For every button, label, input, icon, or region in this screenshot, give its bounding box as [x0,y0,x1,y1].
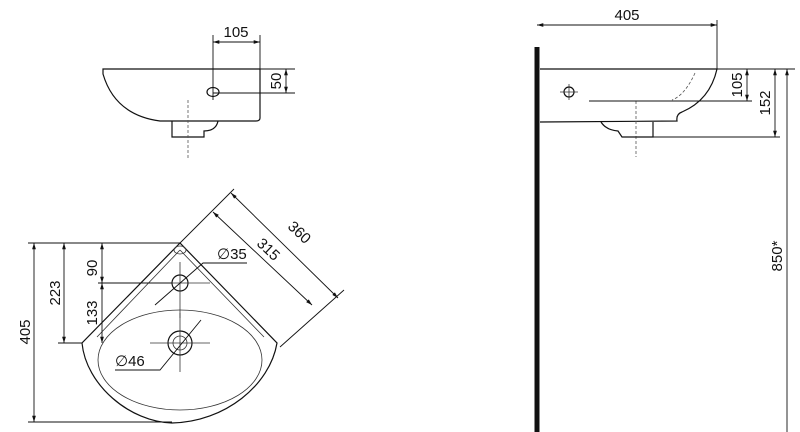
basin-plan-outline [81,242,278,424]
basin-side-outline [102,68,261,122]
dim-label-drain-diameter: ∅46 [115,353,145,370]
dim-label-projection: 405 [614,7,639,24]
basin-wall-outline [539,68,718,123]
trap-outline [600,121,654,138]
dim-label-360: 360 [284,218,314,248]
dim-label-tap-diameter: ∅35 [217,246,247,263]
plan-view: 405 223 90 133 315 360 ∅35 ∅46 [17,188,345,424]
dim-label-133: 133 [84,300,101,325]
dim-label-105: 105 [223,24,248,41]
dim-label-223: 223 [47,280,64,305]
dim-label-50: 50 [268,73,285,90]
trap-outline [171,120,219,138]
dim-label-overflow: 105 [729,72,746,97]
wall-view: 405 105 152 850* [534,7,795,432]
dim-label-90: 90 [84,260,101,277]
side-view: 105 50 [102,24,295,158]
dim-label-mount-height: 850* [769,240,786,271]
dim-label-405: 405 [17,319,34,344]
dim-label-height: 152 [757,90,774,115]
